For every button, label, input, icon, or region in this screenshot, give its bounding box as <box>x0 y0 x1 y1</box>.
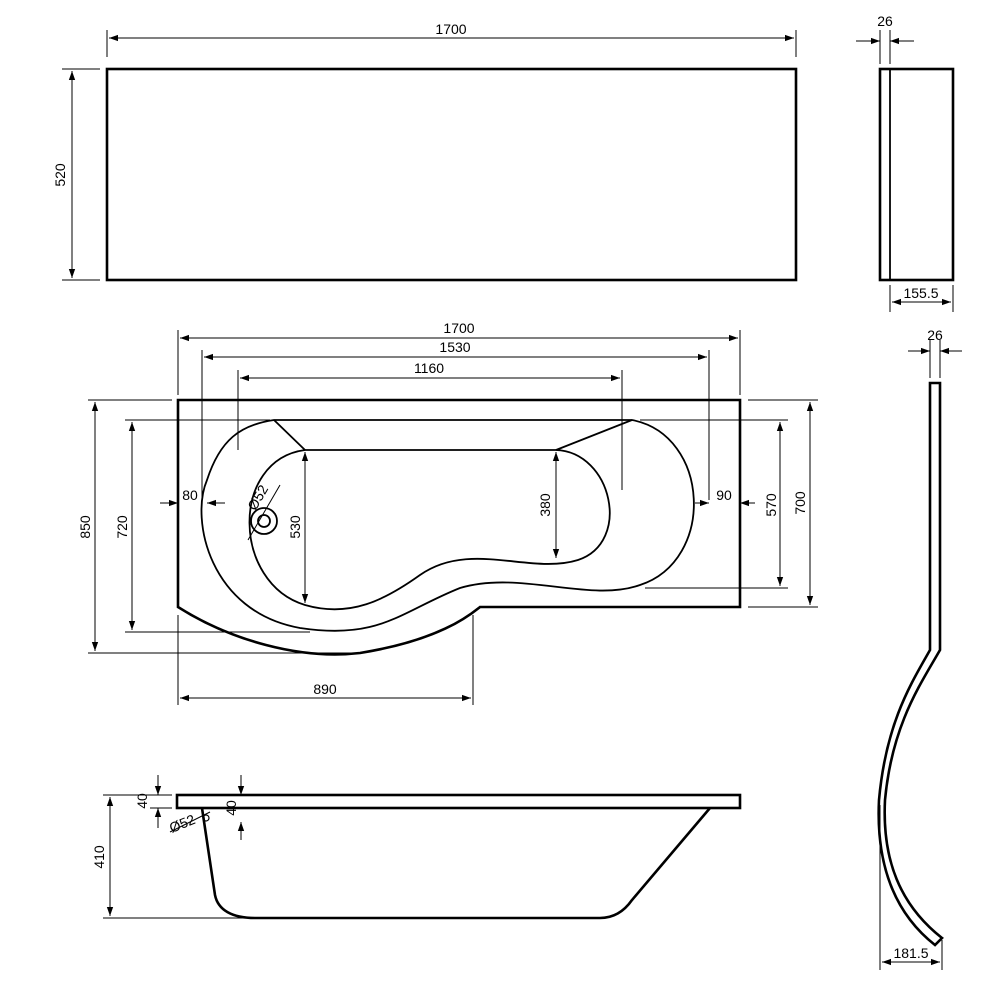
end-panel-thickness-label: 26 <box>877 13 893 29</box>
plan-bowl <box>248 449 611 611</box>
plan-inner-length-label: 1530 <box>439 339 470 355</box>
plan-waste-hole-inner <box>257 514 271 528</box>
side-elevation-view: 40 40 Ø52 410 <box>91 775 742 920</box>
screen-outline <box>877 381 944 947</box>
front-panel-length-label: 1700 <box>435 21 466 37</box>
side-total-height-label: 410 <box>91 845 107 869</box>
plan-right-inner-width-label: 570 <box>763 493 779 517</box>
end-panel-outline <box>878 67 955 282</box>
plan-right-rim-label: 90 <box>716 487 732 503</box>
plan-overall-length-label: 1700 <box>443 320 474 336</box>
side-rim-thickness-label: 40 <box>134 793 150 809</box>
end-panel-view: 26 155.5 <box>856 13 955 312</box>
side-rim <box>175 793 742 810</box>
plan-overall-width-label: 850 <box>77 515 93 539</box>
side-overflow-offset-label: 40 <box>223 800 239 816</box>
plan-narrow-bowl-label: 380 <box>537 493 553 517</box>
screen-curve-depth-label: 181.5 <box>893 945 928 961</box>
plan-right-outer-width-label: 700 <box>792 491 808 515</box>
plan-bottom-length-label: 1160 <box>414 360 444 376</box>
plan-waste-hole-outer <box>250 507 278 535</box>
side-waste-diameter-label: Ø52 <box>167 811 198 836</box>
screen-thickness-label: 26 <box>927 327 943 343</box>
front-panel-view: 1700 520 <box>52 21 798 282</box>
plan-outer-rim <box>176 398 742 656</box>
plan-inner-width-label: 720 <box>114 515 130 539</box>
plan-inner-rim <box>200 419 695 632</box>
side-overflow-hole <box>202 814 210 822</box>
plan-bowl-width-label: 530 <box>287 515 303 539</box>
bath-screen-view: 26 181.5 <box>877 327 962 970</box>
end-panel-width-label: 155.5 <box>903 285 938 301</box>
plan-left-rim-label: 80 <box>182 487 198 503</box>
front-panel-height-label: 520 <box>52 163 68 187</box>
plan-view: Ø52 1700 1530 1160 850 720 530 380 <box>77 320 818 705</box>
plan-curve-length-label: 890 <box>313 681 337 697</box>
side-tub-body <box>200 807 711 920</box>
front-panel-outline <box>105 67 798 282</box>
